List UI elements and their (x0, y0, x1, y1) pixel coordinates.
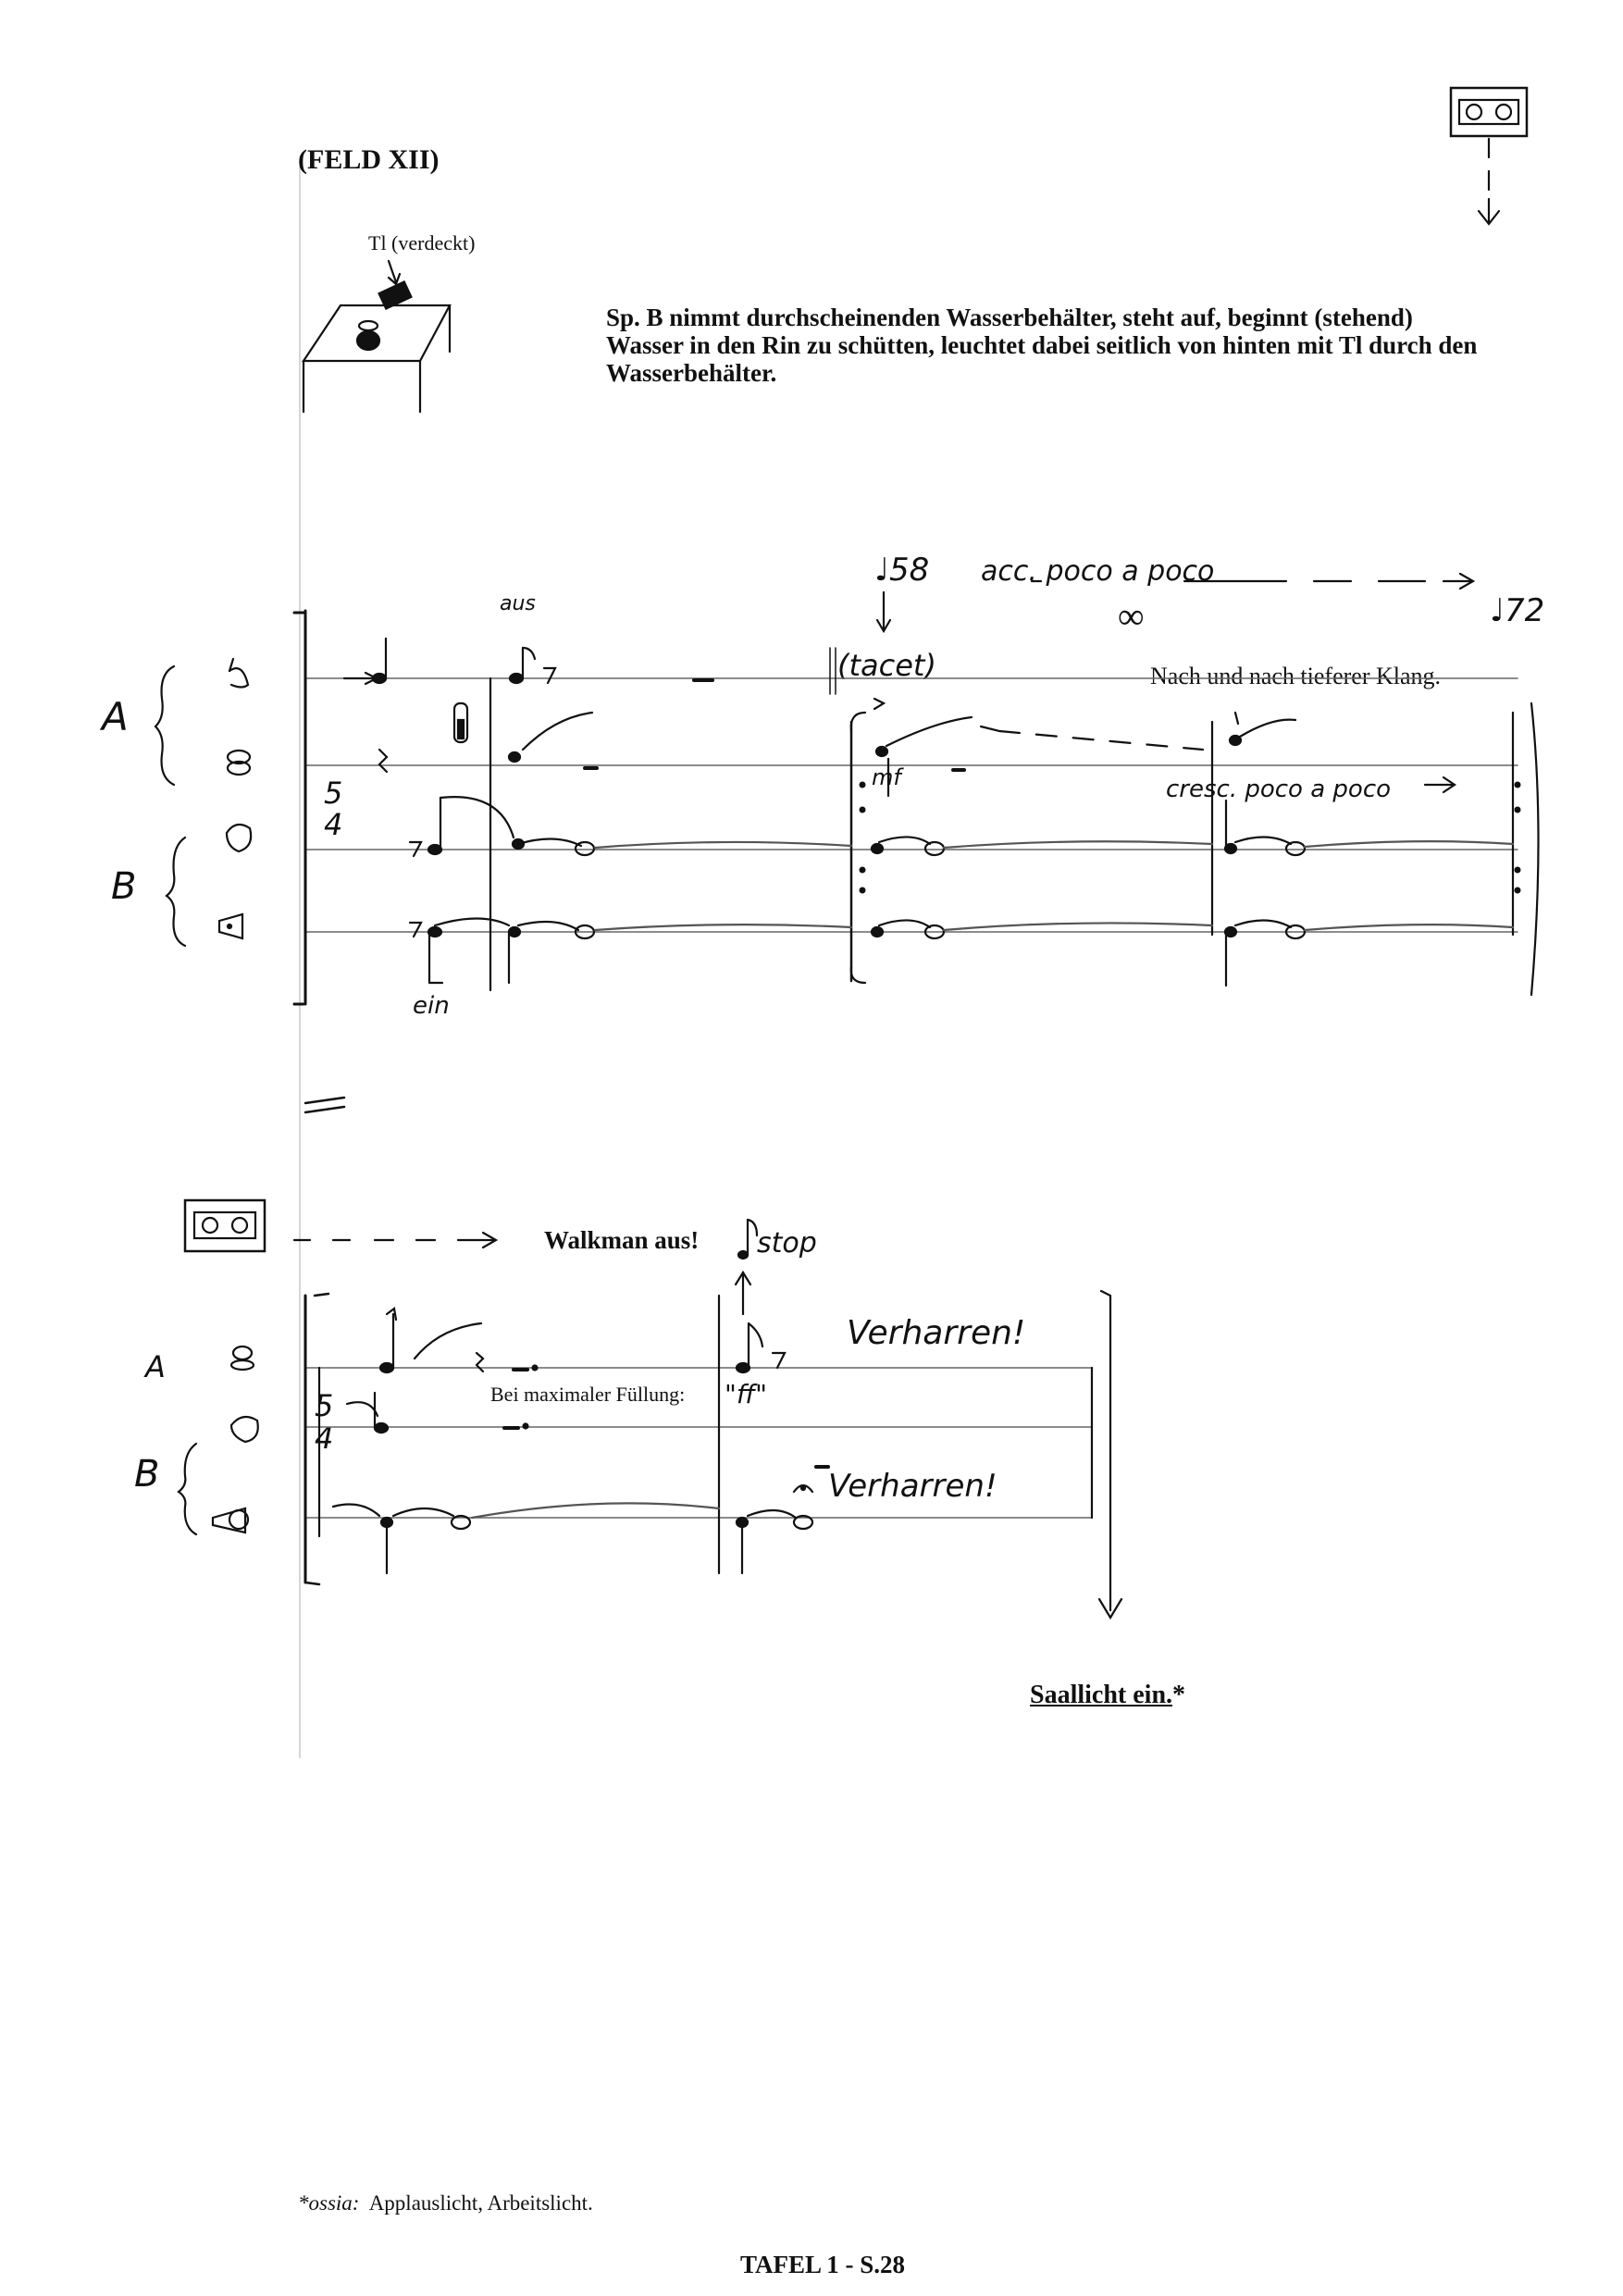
group-b-label: B (111, 865, 137, 908)
instrument-icon-b4 (211, 1507, 250, 1534)
tl-covered-label: Tl (verdeckt) (368, 231, 476, 254)
instrument-icon-b1 (225, 823, 253, 853)
deeper-sound-label: Nach und nach tieferer Klang. (1150, 663, 1442, 689)
instrument-icon-a3 (229, 1345, 255, 1371)
group-b-label-2: B (134, 1453, 160, 1496)
instrument-icon-a1 (228, 657, 250, 689)
footnote: *ossia: Applauslicht, Arbeitslicht. (298, 2191, 593, 2215)
tempo-text-label: acc. poco a poco (981, 555, 1215, 588)
stop-label: stop (757, 1227, 817, 1260)
page-title: (FELD XII) (298, 144, 440, 175)
time-sig-bottom: 4 (324, 807, 343, 842)
instruction-text: Sp. B nimmt durchscheinenden Wasserbehäl… (606, 304, 1478, 387)
time-sig-top: 5 (324, 776, 343, 811)
cresc-label: cresc. poco a poco (1166, 776, 1392, 803)
infinity-sign: ∞ (1118, 595, 1145, 637)
tempo-end-label: ♩72 (1490, 592, 1545, 629)
group-a-label: A (102, 694, 129, 739)
margin-line (299, 167, 301, 1758)
hold-label-1: Verharren! (847, 1314, 1026, 1352)
max-fill-label: Bei maximaler Füllung: (490, 1383, 686, 1406)
hall-light-label: Saallicht ein.* (1030, 1681, 1186, 1709)
tempo-start-label: ♩58 (874, 552, 930, 589)
hold-label-2: Verharren! (828, 1468, 997, 1505)
ein-label: ein (413, 992, 450, 1020)
instrument-icon-b3 (229, 1415, 259, 1444)
cassette-icon-2 (183, 1198, 266, 1253)
tacet-label: (tacet) (837, 648, 936, 683)
instrument-icon-b2 (217, 912, 244, 940)
mf-dynamic: mf (872, 764, 901, 790)
cassette-icon (1449, 86, 1529, 226)
walkman-off-label: Walkman aus! (544, 1226, 700, 1254)
table-icon (301, 259, 452, 414)
group-a-label-2: A (145, 1349, 166, 1384)
page-number: TAFEL 1 - S.28 (740, 2251, 906, 2278)
aus-label: aus (500, 592, 536, 615)
instrument-icon-a2 (226, 749, 252, 776)
ff-dynamic: "ff" (725, 1379, 767, 1409)
